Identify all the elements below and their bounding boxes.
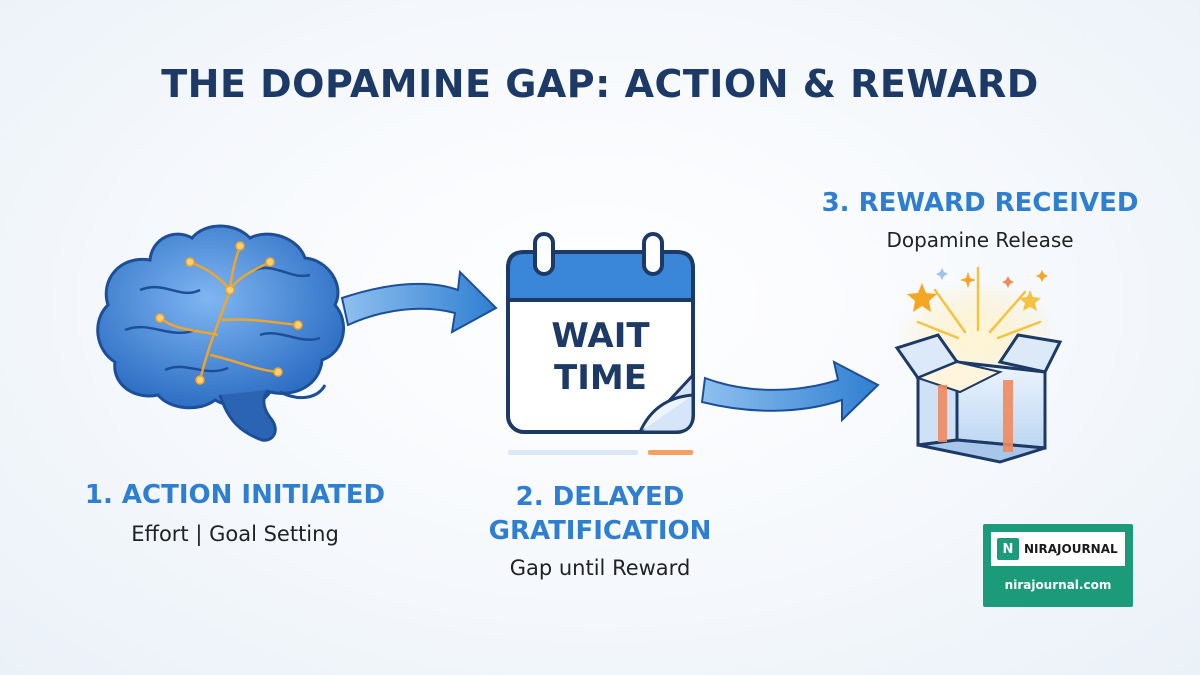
step-3-subtitle: Dopamine Release [886,228,1074,252]
calendar-text-wait: WAIT [551,316,650,356]
step-1-subtitle: Effort | Goal Setting [131,522,339,546]
step-2-subtitle: Gap until Reward [509,556,691,580]
diagram-title: THE DOPAMINE GAP: ACTION & REWARD [161,62,1039,106]
arrow-icon [700,360,880,423]
step-2-title-line1: 2. DELAYED [515,482,685,512]
step-1-title: 1. ACTION INITIATED [84,480,386,510]
step-3-title: 3. REWARD RECEIVED [821,188,1139,218]
brand-url: nirajournal.com [1004,578,1112,592]
calendar-text-time: TIME [554,358,647,398]
arrow-icon [340,269,498,334]
brand-badge-header: N NIRAJOURNAL [991,532,1125,566]
brand-name: NIRAJOURNAL [1024,542,1118,556]
gift-box-icon [894,266,1063,464]
brain-icon [96,224,345,442]
calendar-icon [506,232,695,455]
step-2-title-line2: GRATIFICATION [488,516,712,546]
brand-badge: N NIRAJOURNAL nirajournal.com [983,524,1133,607]
brand-logo-icon: N [997,538,1019,560]
